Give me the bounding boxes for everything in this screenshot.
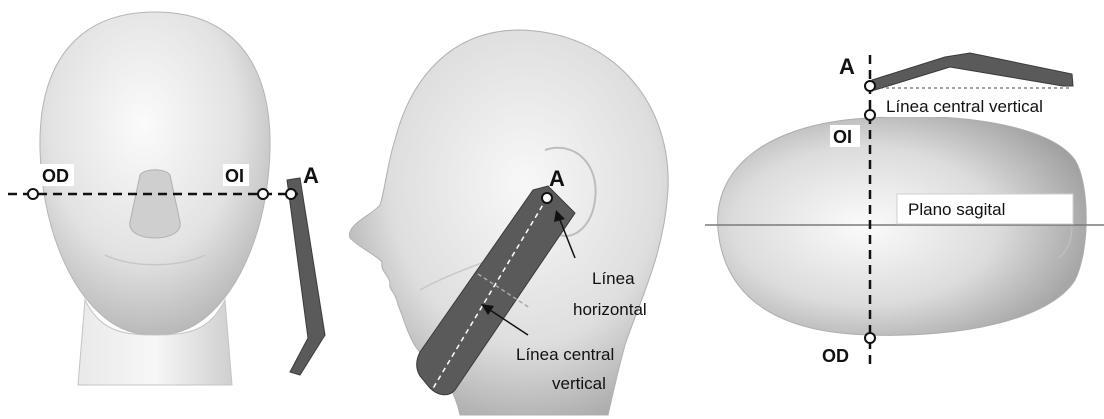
top-label-center-line: Línea central vertical	[886, 97, 1043, 116]
side-label-center-1: Línea central	[516, 345, 614, 364]
top-label-a: A	[839, 54, 855, 79]
side-label-horizontal-1: Línea	[592, 269, 635, 288]
point-od-marker	[28, 189, 38, 199]
top-label-sagittal-plane: Plano sagital	[908, 200, 1005, 219]
label-oi: OI	[225, 166, 244, 186]
top-head	[718, 117, 1087, 336]
side-point-a-marker	[542, 193, 552, 203]
top-point-a-marker	[865, 81, 875, 91]
top-point-oi-marker	[865, 110, 875, 120]
top-view: A OI OD Línea central vertical Plano sag…	[705, 53, 1104, 366]
side-view: A Línea horizontal Línea central vertica…	[349, 30, 668, 415]
side-label-a: A	[549, 166, 565, 191]
top-phone	[872, 53, 1073, 90]
point-a-marker	[286, 189, 296, 199]
side-label-horizontal-2: horizontal	[573, 300, 647, 319]
side-label-center-2: vertical	[552, 374, 606, 393]
front-phone	[287, 178, 325, 375]
front-view: OD OI A	[8, 12, 325, 385]
side-head	[349, 30, 668, 415]
label-od: OD	[42, 166, 69, 186]
top-label-od: OD	[822, 346, 849, 366]
top-point-od-marker	[865, 333, 875, 343]
point-oi-marker	[258, 189, 268, 199]
top-label-oi: OI	[833, 127, 852, 147]
label-a: A	[303, 163, 319, 188]
